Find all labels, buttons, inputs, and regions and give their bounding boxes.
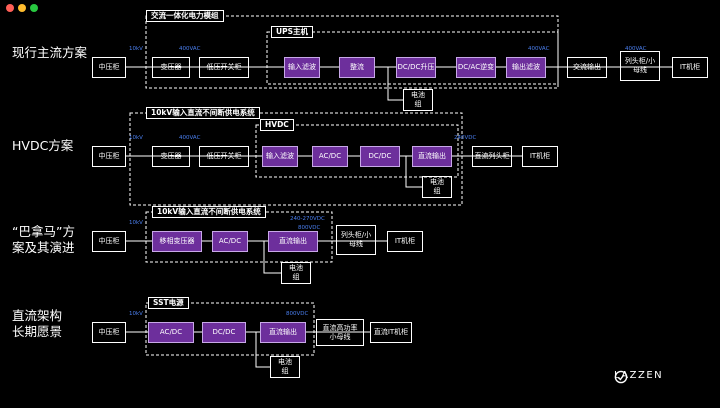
voltage-label: 400VAC (528, 46, 550, 52)
flow-box: 变压器 (152, 146, 190, 167)
voltage-label: 240-270VDC (290, 216, 325, 222)
battery-connector (387, 67, 403, 101)
window-minimize-button[interactable] (18, 4, 26, 12)
dashed-group-inner (255, 124, 459, 178)
flow-box: 直流输出 (260, 322, 306, 343)
flow-box: 中压柜 (92, 322, 126, 343)
group-title: 交流一体化电力模组 (146, 10, 224, 22)
row-label: 直流架构长期愿景 (12, 308, 63, 339)
group-title: SST电源 (148, 297, 189, 309)
voltage-label: 800VDC (298, 225, 321, 231)
voltage-label: 400VAC (179, 135, 201, 141)
voltage-label: 10kV (129, 135, 143, 141)
battery-box: 电池组 (422, 176, 452, 198)
flow-box: IT机柜 (522, 146, 558, 167)
subgroup-title: HVDC (260, 119, 294, 131)
dashed-group-inner (266, 31, 559, 85)
voltage-label: 10kV (129, 220, 143, 226)
flow-box: DC/DC升压 (396, 57, 436, 78)
row-label: 现行主流方案 (12, 45, 88, 60)
group-title: 10kV输入直流不间断供电系统 (152, 206, 266, 218)
voltage-label: 400VAC (625, 46, 647, 52)
battery-connector (405, 156, 422, 188)
logo-text: LAZZEN (614, 370, 664, 381)
flow-box: 直流输出 (268, 231, 318, 252)
group-title: 10kV输入直流不间断供电系统 (146, 107, 260, 119)
row-label: “巴拿马”方案及其演进 (12, 224, 75, 255)
flow-box: 直流列头柜 (472, 146, 512, 167)
voltage-label: 800VDC (286, 311, 309, 317)
brand-logo: LAZZEN (614, 370, 664, 384)
flow-box: IT机柜 (387, 231, 423, 252)
flow-box: 直流高功率小母线 (316, 319, 364, 346)
voltage-label: 400VAC (179, 46, 201, 52)
battery-box: 电池组 (281, 262, 311, 284)
flow-box: 列头柜/小母线 (336, 225, 376, 255)
flow-box: 中压柜 (92, 231, 126, 252)
flow-box: 中压柜 (92, 146, 126, 167)
flow-box: 交流输出 (567, 57, 607, 78)
lazzen-logo-icon (614, 370, 628, 384)
voltage-label: 10kV (129, 46, 143, 52)
flow-box: 低压开关柜 (199, 146, 249, 167)
flow-box: 输入滤波 (284, 57, 320, 78)
flow-box: AC/DC (212, 231, 248, 252)
flow-box: IT机柜 (672, 57, 708, 78)
dashed-group-outer (129, 112, 463, 206)
flow-box: 输出滤波 (506, 57, 546, 78)
flow-box: DC/DC (202, 322, 246, 343)
battery-connector (255, 332, 270, 368)
flow-box: AC/DC (312, 146, 348, 167)
battery-connector (263, 241, 281, 274)
flow-box: 移相变压器 (152, 231, 202, 252)
flow-box: 直流输出 (412, 146, 452, 167)
window-close-button[interactable] (6, 4, 14, 12)
flow-box: 变压器 (152, 57, 190, 78)
flow-box: DC/DC (360, 146, 400, 167)
flow-box: 整流 (339, 57, 375, 78)
voltage-label: 240VDC (454, 135, 477, 141)
flow-box: 低压开关柜 (199, 57, 249, 78)
flow-box: 中压柜 (92, 57, 126, 78)
voltage-label: 10kV (129, 311, 143, 317)
subgroup-title: UPS主机 (271, 26, 313, 38)
flow-box: 输入滤波 (262, 146, 298, 167)
flow-box: AC/DC (148, 322, 194, 343)
row-label: HVDC方案 (12, 138, 74, 153)
window-maximize-button[interactable] (30, 4, 38, 12)
battery-box: 电池组 (270, 356, 300, 378)
flow-box: 直流IT机柜 (370, 322, 412, 343)
flow-box: DC/AC逆变 (456, 57, 496, 78)
flow-box: 列头柜/小母线 (620, 51, 660, 81)
battery-box: 电池组 (403, 89, 433, 111)
